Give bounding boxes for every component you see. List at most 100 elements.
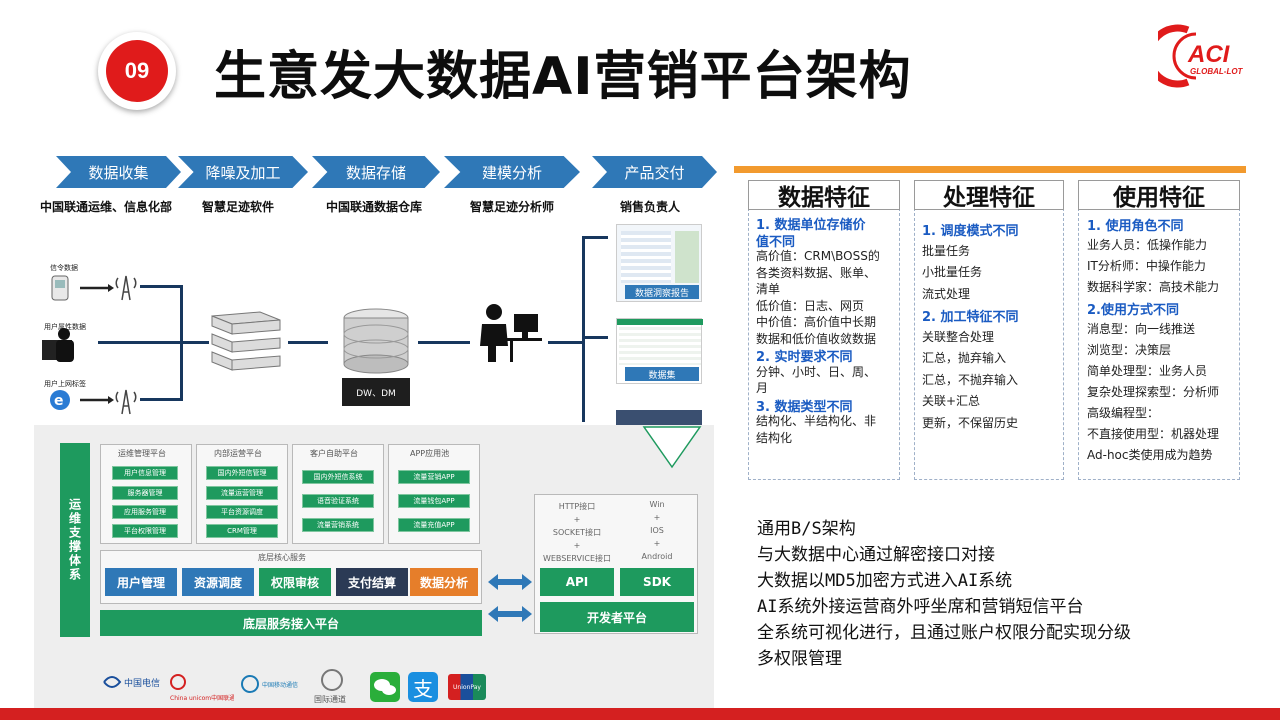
dataset-thumbnail: 数据集 — [616, 318, 703, 384]
alipay-icon: 支 — [408, 672, 438, 702]
source-label-user-attr: 用户属性数据 — [44, 323, 86, 331]
feature-item: 简单处理型：业务人员 — [1087, 364, 1208, 378]
flow-step-collect: 数据收集 — [56, 156, 181, 188]
feature-heading: 数据特征 — [748, 180, 900, 211]
report-thumbnail: 数据洞察报告 — [616, 224, 702, 302]
feature-item: 结构化、半结构化、非 — [756, 414, 877, 428]
database-icon — [343, 308, 409, 374]
note-line: 与大数据中心通过解密接口对接 — [757, 545, 995, 565]
server-stack-icon — [211, 311, 281, 371]
partner-logo-telecom: 中国电信 — [98, 668, 162, 704]
flow-label-model: 智慧足迹分析师 — [470, 200, 555, 214]
svg-text:中国移动通信: 中国移动通信 — [262, 681, 298, 689]
wechat-icon — [370, 672, 400, 702]
group-title: 客户自助平台 — [310, 449, 358, 458]
note-line: 通用B/S架构 — [757, 519, 856, 539]
feature-item: 月 — [756, 381, 769, 395]
connector-line — [183, 341, 209, 344]
feature-column-usage — [1078, 208, 1240, 480]
module-button: 平台权限管理 — [112, 524, 178, 538]
feature-column-process — [914, 208, 1064, 480]
group-title: 内部运营平台 — [214, 449, 262, 458]
double-arrow-icon — [488, 574, 532, 622]
feature-subheading: 2. 加工特征不同 — [922, 310, 1019, 325]
group-title: APP应用池 — [410, 449, 450, 458]
base-access-platform: 底层服务接入平台 — [100, 610, 482, 636]
svg-text:国际通道: 国际通道 — [314, 694, 346, 704]
core-item-resource: 资源调度 — [182, 568, 254, 596]
core-item-payment: 支付结算 — [336, 568, 408, 596]
feature-item: 低价值：日志、网页 — [756, 298, 865, 313]
connector-line — [582, 236, 608, 239]
feature-item: 各类资料数据、账单、 — [756, 265, 877, 280]
feature-subheading: 值不同 — [756, 234, 796, 250]
connector-line — [140, 398, 182, 401]
feature-item: 不直接使用型：机器处理 — [1087, 427, 1220, 441]
feature-item: 分钟、小时、日、周、 — [756, 364, 877, 379]
feature-subheading: 1. 使用角色不同 — [1087, 219, 1184, 234]
feature-item: 复杂处理探索型：分析师 — [1087, 385, 1220, 399]
core-item-permission: 权限审核 — [259, 568, 331, 596]
module-button: 用户信息管理 — [112, 466, 178, 480]
group-title: 运维管理平台 — [118, 449, 166, 458]
feature-item: 高级编程型： — [1087, 406, 1160, 420]
svg-text:GLOBAL-LOT: GLOBAL-LOT — [1190, 67, 1244, 76]
feature-item: 数据和低价值收敛数据 — [756, 331, 877, 346]
unionpay-icon: UnionPay — [448, 674, 486, 700]
feature-item: Ad-hoc类使用成为趋势 — [1087, 448, 1213, 462]
connector-line — [140, 285, 182, 288]
feature-column-data — [748, 208, 900, 480]
feature-item: 汇总，不抛弃输入 — [922, 372, 1019, 387]
module-button: 流量运营管理 — [206, 486, 278, 500]
platform-list: Win + IOS + Android — [641, 500, 673, 561]
browser-ie-icon: e — [50, 390, 70, 410]
ops-support-label: 运维支撑体系 — [60, 443, 90, 637]
flow-label-denoise: 智慧足迹软件 — [202, 200, 275, 214]
developer-platform: 开发者平台 — [540, 602, 694, 632]
module-button: 服务器管理 — [112, 486, 178, 500]
feature-heading: 处理特征 — [914, 180, 1064, 211]
module-button: 国内外短信管理 — [206, 466, 278, 480]
module-button: 国内外短信系统 — [302, 470, 374, 484]
flow-step-model: 建模分析 — [444, 156, 580, 188]
flow-label-deliver: 销售负责人 — [620, 200, 681, 214]
connector-line — [582, 236, 585, 422]
source-label-signal: 信令数据 — [50, 264, 78, 272]
connector-line — [582, 336, 608, 339]
connector-line — [418, 341, 470, 344]
svg-text:China unicom中国联通: China unicom中国联通 — [170, 694, 234, 702]
feature-item: 浏览型：决策层 — [1087, 343, 1172, 357]
module-button: 流量营销APP — [398, 470, 470, 484]
svg-text:e: e — [54, 393, 64, 409]
user-monitor-icon — [42, 328, 74, 362]
feature-item: 小批量任务 — [922, 265, 983, 279]
flow-label-collect: 中国联通运维、信息化部 — [40, 200, 173, 214]
feature-item: 汇总，抛弃输入 — [922, 351, 1007, 365]
page-title: 生意发大数据AI营销平台架构 — [214, 47, 912, 107]
feature-subheading: 2. 实时要求不同 — [756, 350, 853, 365]
connector-line — [98, 341, 184, 344]
core-item-analytics: 数据分析 — [410, 568, 478, 596]
note-line: AI系统外接运营商外呼坐席和营销短信平台 — [757, 597, 1084, 617]
module-button: CRM管理 — [206, 524, 278, 538]
output-label-report: 数据洞察报告 — [625, 285, 699, 299]
partner-logo-intl: 国际通道 — [312, 666, 360, 706]
feature-item: 数据科学家：高技术能力 — [1087, 280, 1220, 294]
interface-list: HTTP接口 + SOCKET接口 + WEBSERVICE接口 — [542, 502, 612, 563]
partner-logo-mobile: 中国移动通信 — [240, 668, 304, 704]
note-line: 多权限管理 — [757, 649, 842, 669]
flow-label-store: 中国联通数据仓库 — [326, 200, 423, 214]
orange-divider — [734, 166, 1246, 173]
feature-subheading: 2.使用方式不同 — [1087, 303, 1179, 318]
feature-item: 清单 — [756, 282, 781, 296]
aci-logo: ACI GLOBAL-LOT — [1158, 24, 1244, 88]
flow-step-store: 数据存储 — [312, 156, 440, 188]
api-box: API — [540, 568, 614, 596]
svg-text:ACI: ACI — [1187, 41, 1231, 68]
down-triangle-icon — [642, 426, 702, 469]
module-button: 平台资源调度 — [206, 505, 278, 519]
module-button: 语音验证系统 — [302, 494, 374, 508]
core-services-title: 底层核心服务 — [258, 553, 306, 562]
section-number: 09 — [106, 40, 168, 102]
module-button: 流量钱包APP — [398, 494, 470, 508]
